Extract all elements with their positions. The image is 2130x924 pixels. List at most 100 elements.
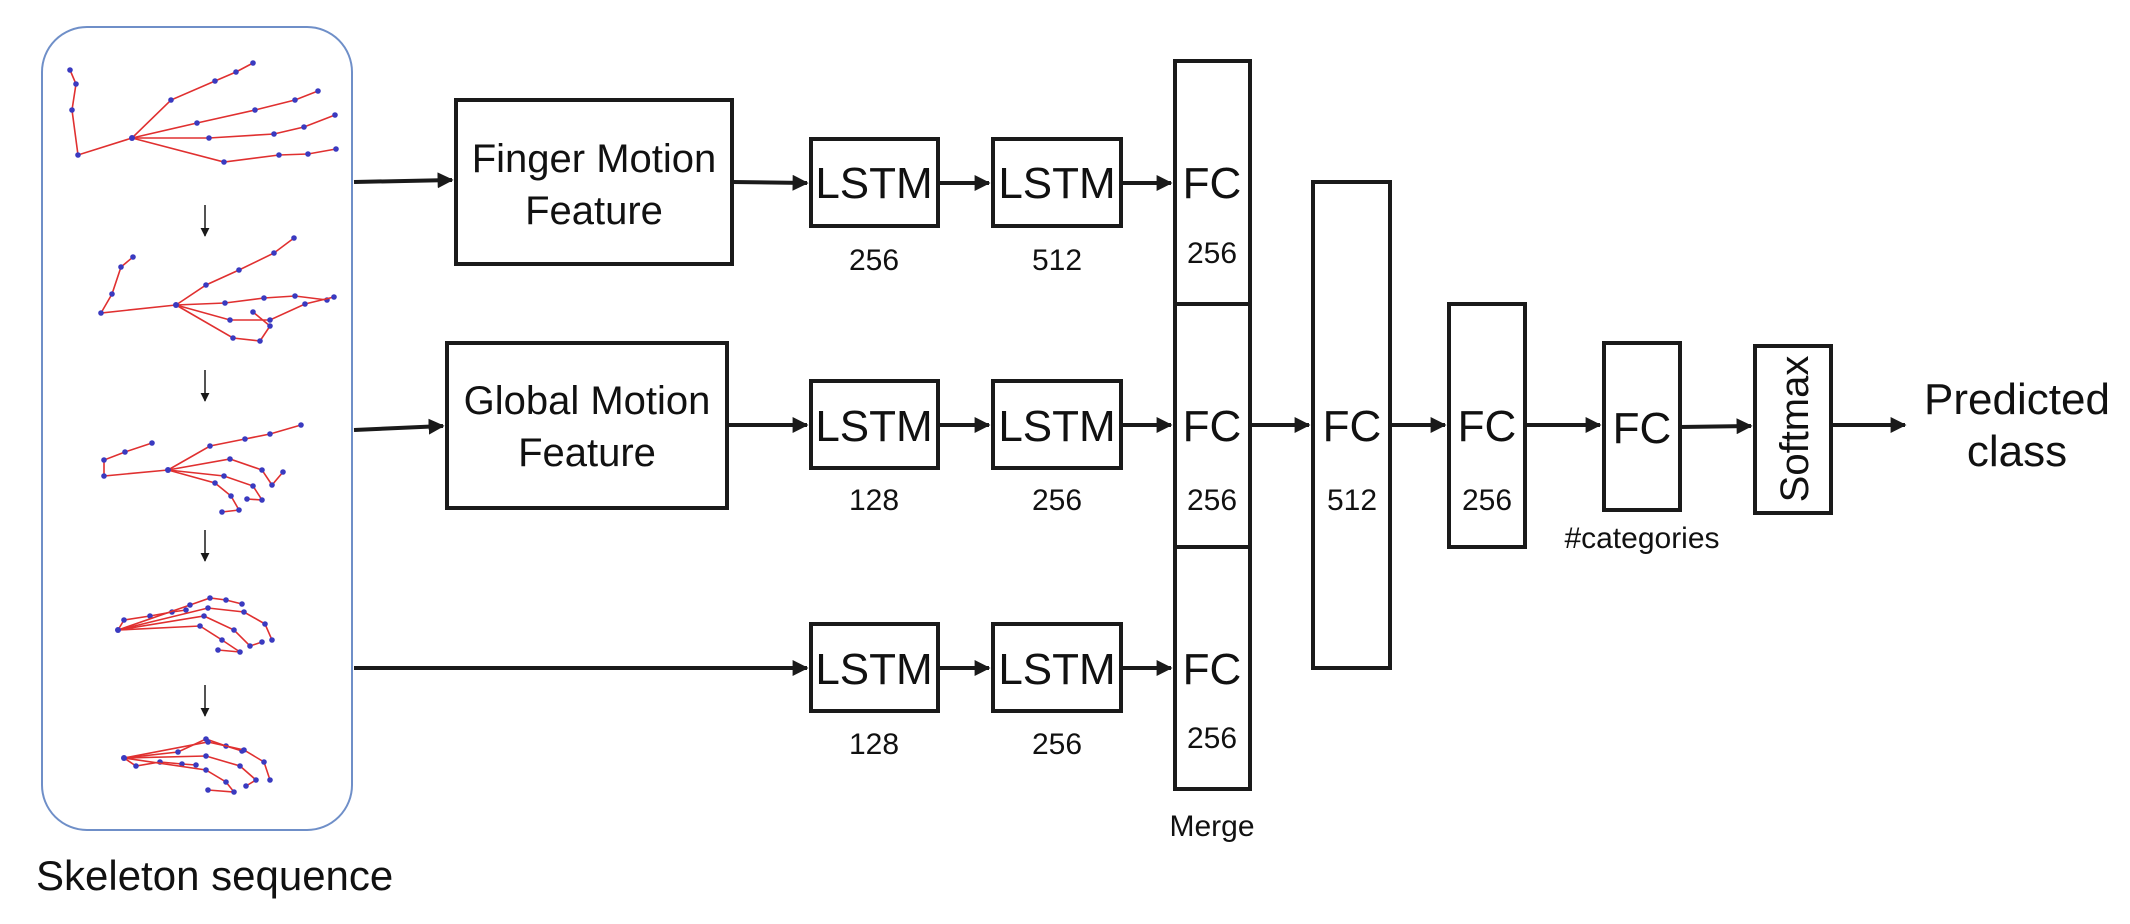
joint-dot bbox=[332, 112, 338, 118]
edges bbox=[353, 172, 1907, 676]
joint-dot bbox=[175, 749, 181, 755]
wrist-joint bbox=[121, 755, 127, 761]
joint-dot bbox=[118, 264, 124, 270]
joint-dot bbox=[298, 422, 304, 428]
joint-dot bbox=[101, 473, 107, 479]
edge bbox=[353, 172, 454, 189]
joint-dot bbox=[203, 282, 209, 288]
lstm-label: LSTM bbox=[815, 159, 932, 208]
joint-dot bbox=[252, 107, 258, 113]
joint-dot bbox=[259, 497, 265, 503]
joint-dot bbox=[130, 254, 136, 260]
joint-dot bbox=[280, 469, 286, 475]
edge bbox=[353, 418, 445, 435]
joint-dot bbox=[271, 250, 277, 256]
fc-box bbox=[1311, 180, 1392, 670]
wrist-joint bbox=[129, 135, 135, 141]
joint-dot bbox=[212, 480, 218, 486]
skeleton-sequence-caption: Skeleton sequence bbox=[36, 852, 393, 899]
joint-dot bbox=[242, 436, 248, 442]
joint-dot bbox=[67, 67, 73, 73]
joint-dot bbox=[215, 647, 221, 653]
finger-motion-label: Finger Motion bbox=[472, 137, 717, 181]
joint-dot bbox=[237, 763, 243, 769]
lstm-units: 256 bbox=[849, 244, 899, 277]
joint-dot bbox=[250, 309, 256, 315]
global-motion-label: Global Motion bbox=[464, 379, 711, 423]
joint-dot bbox=[205, 739, 211, 745]
finger-motion-label-2: Feature bbox=[525, 189, 663, 233]
joint-dot bbox=[122, 449, 128, 455]
lstm-box bbox=[809, 622, 940, 713]
lstm-box bbox=[809, 137, 940, 228]
fc-units: #categories bbox=[1564, 522, 1719, 555]
fc-label: FC bbox=[1323, 402, 1382, 451]
joint-dot bbox=[187, 602, 193, 608]
joint-dot bbox=[222, 300, 228, 306]
merge-label: Merge bbox=[1169, 810, 1254, 843]
joint-dot bbox=[267, 777, 273, 783]
lstm-label: LSTM bbox=[998, 645, 1115, 694]
joint-dot bbox=[241, 747, 247, 753]
joint-dot bbox=[75, 152, 81, 158]
joint-dot bbox=[305, 151, 311, 157]
skeleton-sequence-panel bbox=[41, 26, 353, 831]
joint-dot bbox=[212, 78, 218, 84]
joint-dot bbox=[207, 595, 213, 601]
joint-dot bbox=[261, 295, 267, 301]
lstm-label: LSTM bbox=[998, 159, 1115, 208]
joint-dot bbox=[201, 613, 207, 619]
joint-dot bbox=[228, 493, 234, 499]
fc-label: FC bbox=[1613, 404, 1672, 453]
lstm-label: LSTM bbox=[998, 402, 1115, 451]
lstm-units: 128 bbox=[849, 484, 899, 517]
joint-dot bbox=[223, 779, 229, 785]
lstm-units: 512 bbox=[1032, 244, 1082, 277]
joint-dot bbox=[73, 81, 79, 87]
joint-dot bbox=[292, 97, 298, 103]
lstm-label: LSTM bbox=[815, 402, 932, 451]
joint-dot bbox=[183, 607, 189, 613]
joint-dot bbox=[147, 613, 153, 619]
joint-dot bbox=[241, 609, 247, 615]
joint-dot bbox=[259, 467, 265, 473]
fc-label: FC bbox=[1183, 645, 1242, 694]
joint-dot bbox=[292, 293, 298, 299]
hand-skeletons bbox=[67, 60, 339, 795]
fc-units: 256 bbox=[1462, 484, 1512, 517]
fc-units: 512 bbox=[1327, 484, 1377, 517]
lstm-box bbox=[991, 622, 1123, 713]
wrist-joint bbox=[165, 467, 171, 473]
joint-dot bbox=[69, 107, 75, 113]
joint-dot bbox=[221, 473, 227, 479]
lstm-box bbox=[809, 379, 940, 470]
joint-dot bbox=[133, 763, 139, 769]
joint-dot bbox=[206, 135, 212, 141]
joint-dot bbox=[250, 483, 256, 489]
joint-dot bbox=[194, 120, 200, 126]
lstm-units: 256 bbox=[1032, 484, 1082, 517]
joint-dot bbox=[244, 496, 250, 502]
lstm-units: 128 bbox=[849, 728, 899, 761]
joint-dot bbox=[262, 621, 268, 627]
joint-dot bbox=[205, 605, 211, 611]
joint-dot bbox=[291, 235, 297, 241]
finger-motion-box bbox=[454, 98, 734, 266]
joint-dot bbox=[236, 507, 242, 513]
joint-dot bbox=[239, 601, 245, 607]
joint-dot bbox=[259, 639, 265, 645]
joint-dot bbox=[247, 643, 253, 649]
joint-dot bbox=[219, 637, 225, 643]
global-motion-box bbox=[445, 341, 729, 510]
joint-dot bbox=[302, 301, 308, 307]
joint-dot bbox=[231, 627, 237, 633]
joint-dot bbox=[269, 482, 275, 488]
joint-dot bbox=[203, 767, 209, 773]
fc-units: 256 bbox=[1187, 484, 1237, 517]
joint-dot bbox=[193, 762, 199, 768]
fc-label: FC bbox=[1458, 402, 1517, 451]
joint-dot bbox=[237, 649, 243, 655]
joint-dot bbox=[331, 294, 337, 300]
fc-label: FC bbox=[1183, 159, 1242, 208]
